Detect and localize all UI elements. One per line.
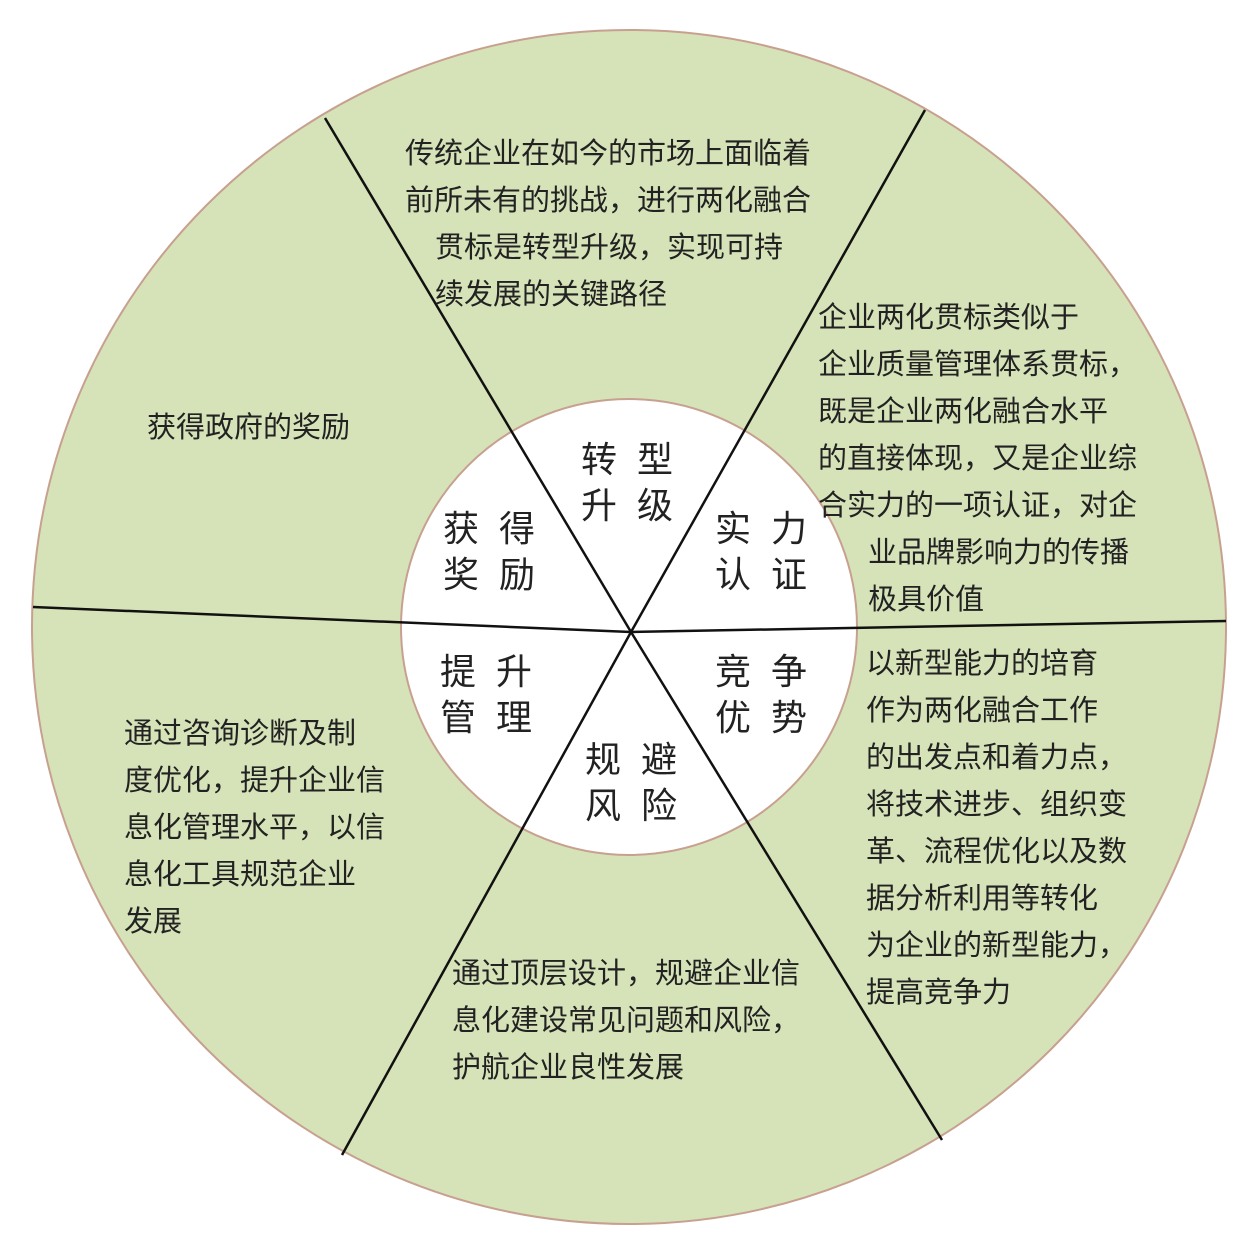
segment-text-obtain-rewards: 获得政府的奖励 bbox=[147, 404, 350, 451]
segment-text-certification: 企业两化贯标类似于 企业质量管理体系贯标， 既是企业两化融合水平 的直接体现，又… bbox=[818, 294, 1137, 623]
segment-line: 续发展的关键路径 bbox=[435, 277, 668, 311]
segment-line: 既是企业两化融合水平 bbox=[818, 394, 1109, 428]
segment-line: 发展 bbox=[124, 904, 183, 938]
segment-text-competitive-advantage: 以新型能力的培育 作为两化融合工作 的出发点和着力点， 将技术进步、组织变 革、… bbox=[866, 640, 1127, 1016]
hub-label-certification: 实力 认证 bbox=[715, 507, 827, 599]
hub-label-line: 优势 bbox=[715, 698, 828, 739]
hub-label-line: 升级 bbox=[581, 486, 694, 527]
segment-line: 业品牌影响力的传播 bbox=[868, 535, 1130, 569]
segment-line: 以新型能力的培育 bbox=[866, 646, 1099, 680]
segment-line: 息化工具规范企业 bbox=[124, 857, 357, 891]
segment-line: 的出发点和着力点， bbox=[866, 740, 1128, 774]
segment-line: 企业质量管理体系贯标， bbox=[818, 347, 1138, 381]
segment-line: 的直接体现，又是企业综 bbox=[818, 441, 1138, 475]
segment-line: 将技术进步、组织变 bbox=[866, 787, 1128, 821]
segment-line: 息化管理水平，以信 bbox=[124, 810, 386, 844]
segment-line: 获得政府的奖励 bbox=[147, 410, 351, 444]
segment-line: 息化建设常见问题和风险， bbox=[452, 1003, 801, 1037]
segment-text-risk-avoidance: 通过顶层设计，规避企业信 息化建设常见问题和风险， 护航企业良性发展 bbox=[452, 950, 800, 1091]
segment-line: 护航企业良性发展 bbox=[452, 1050, 685, 1084]
segment-line: 通过咨询诊断及制 bbox=[124, 716, 357, 750]
hub-label-improve-management: 提升 管理 bbox=[440, 650, 552, 742]
hub-label-obtain-rewards: 获得 奖励 bbox=[443, 507, 555, 599]
divider-line-top-right bbox=[629, 109, 927, 633]
segment-line: 提高竞争力 bbox=[866, 975, 1012, 1009]
segment-text-improve-management: 通过咨询诊断及制 度优化，提升企业信 息化管理水平，以信 息化工具规范企业 发展 bbox=[124, 710, 385, 945]
segment-line: 度优化，提升企业信 bbox=[124, 763, 386, 797]
segment-line: 极具价值 bbox=[868, 582, 985, 616]
segment-line: 通过顶层设计，规避企业信 bbox=[452, 956, 801, 990]
divider-line-bottom-left bbox=[340, 631, 633, 1156]
hub-label-competitive-advantage: 竞争 优势 bbox=[715, 650, 827, 742]
segment-line: 贯标是转型升级，实现可持 bbox=[435, 230, 784, 264]
divider-line-top bbox=[323, 117, 633, 633]
divider-line-right bbox=[630, 619, 1227, 634]
segment-line: 作为两化融合工作 bbox=[866, 693, 1099, 727]
hub-label-line: 转型 bbox=[581, 440, 694, 481]
hub-label-line: 认证 bbox=[715, 555, 828, 596]
hub-label-line: 管理 bbox=[440, 698, 553, 739]
divider-line-bottom-right bbox=[629, 631, 944, 1141]
segment-text-transformation: 传统企业在如今的市场上面临着 前所未有的挑战，进行两化融合 贯标是转型升级，实现… bbox=[405, 130, 811, 318]
hub-label-line: 风险 bbox=[585, 786, 698, 827]
hub-label-line: 规避 bbox=[585, 740, 698, 781]
hub-label-line: 奖励 bbox=[443, 555, 556, 596]
hub-label-risk-avoidance: 规避 风险 bbox=[585, 738, 697, 830]
hub-label-line: 竞争 bbox=[715, 652, 828, 693]
segment-line: 合实力的一项认证，对企 bbox=[818, 488, 1138, 522]
segment-line: 为企业的新型能力， bbox=[866, 928, 1128, 962]
segment-line: 企业两化贯标类似于 bbox=[818, 300, 1080, 334]
divider-line-left bbox=[32, 605, 632, 634]
segment-line: 前所未有的挑战，进行两化融合 bbox=[405, 183, 812, 217]
hub-label-line: 获得 bbox=[443, 509, 556, 550]
segment-line: 据分析利用等转化 bbox=[866, 881, 1099, 915]
segment-line: 革、流程优化以及数 bbox=[866, 834, 1128, 868]
segment-line: 传统企业在如今的市场上面临着 bbox=[405, 136, 812, 170]
hub-label-transformation: 转型 升级 bbox=[581, 438, 693, 530]
hub-label-line: 提升 bbox=[440, 652, 553, 693]
hub-label-line: 实力 bbox=[715, 509, 828, 550]
